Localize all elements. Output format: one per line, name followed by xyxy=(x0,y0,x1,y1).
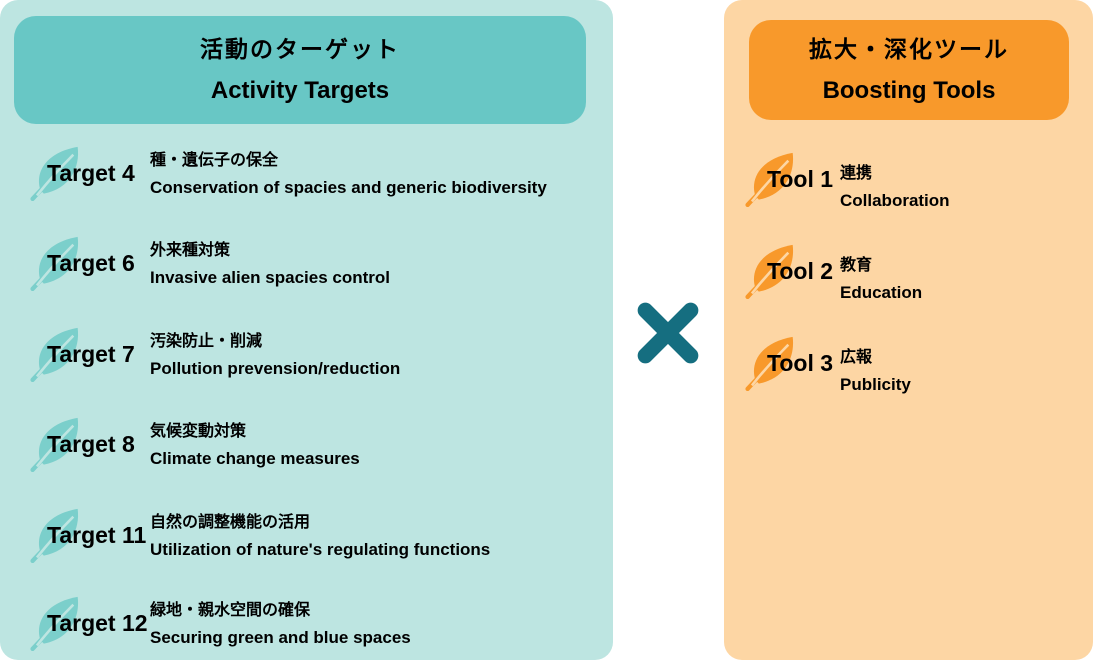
item-label: Tool 1 xyxy=(767,166,834,192)
item-texts: 緑地・親水空間の確保 Securing green and blue space… xyxy=(150,598,411,652)
leaf-icon xyxy=(30,233,82,292)
item-label: Target 7 xyxy=(47,341,135,367)
item-texts: 外来種対策 Invasive alien spacies control xyxy=(150,238,390,292)
activity-targets-header: 活動のターゲット Activity Targets xyxy=(14,16,586,124)
leaf-icon xyxy=(745,333,797,392)
leaf-icon xyxy=(30,143,82,202)
leaf-icon xyxy=(745,149,797,208)
item-title-en: Conservation of spacies and generic biod… xyxy=(150,178,547,197)
item-texts: 汚染防止・削減 Pollution prevension/reduction xyxy=(150,329,400,383)
activity-targets-title-ja: 活動のターゲット xyxy=(200,36,400,62)
item-title-en: Invasive alien spacies control xyxy=(150,268,391,287)
leaf-icon xyxy=(30,505,82,564)
item-texts: 種・遺伝子の保全 Conservation of spacies and gen… xyxy=(150,148,547,202)
item-label: Target 6 xyxy=(47,250,135,276)
boosting-tools-header: 拡大・深化ツール Boosting Tools xyxy=(749,20,1069,120)
item-label: Target 4 xyxy=(47,160,135,186)
multiply-icon xyxy=(632,297,704,369)
item-title-ja: 気候変動対策 xyxy=(150,423,247,440)
item-title-ja: 外来種対策 xyxy=(150,242,231,259)
item-label: Tool 2 xyxy=(767,258,834,284)
activity-targets-title-en: Activity Targets xyxy=(210,77,390,104)
activity-targets-panel: 活動のターゲット Activity Targets Target 4 種・遺伝子… xyxy=(0,0,613,660)
tool-row: Tool 2 教育 Education xyxy=(745,241,1085,305)
item-title-en: Utilization of nature's regulating funct… xyxy=(150,540,491,559)
item-title-en: Climate change measures xyxy=(150,449,360,468)
target-row: Target 11 自然の調整機能の活用 Utilization of natu… xyxy=(30,505,590,569)
item-label: Tool 3 xyxy=(767,350,834,376)
boosting-tools-title-en: Boosting Tools xyxy=(822,77,996,104)
item-title-ja: 緑地・親水空間の確保 xyxy=(150,602,311,619)
leaf-icon xyxy=(745,241,797,300)
item-texts: 自然の調整機能の活用 Utilization of nature's regul… xyxy=(150,510,490,564)
item-title-ja: 広報 xyxy=(840,349,873,366)
item-label: Target 8 xyxy=(47,431,135,457)
target-row: Target 6 外来種対策 Invasive alien spacies co… xyxy=(30,233,590,297)
item-texts: 連携 Collaboration xyxy=(840,161,950,215)
tool-row: Tool 3 広報 Publicity xyxy=(745,333,1085,397)
item-title-ja: 種・遺伝子の保全 xyxy=(150,152,279,169)
item-label: Target 12 xyxy=(47,610,148,636)
leaf-icon xyxy=(30,414,82,473)
leaf-icon xyxy=(30,593,82,652)
boosting-tools-panel: 拡大・深化ツール Boosting Tools Tool 1 連携 Collab… xyxy=(724,0,1093,660)
tool-row: Tool 1 連携 Collaboration xyxy=(745,149,1085,213)
item-title-en: Collaboration xyxy=(840,191,950,210)
target-row: Target 4 種・遺伝子の保全 Conservation of spacie… xyxy=(30,143,590,207)
boosting-tools-title-ja: 拡大・深化ツール xyxy=(809,36,1009,62)
item-title-ja: 連携 xyxy=(840,165,873,182)
item-texts: 教育 Education xyxy=(840,253,922,307)
leaf-icon xyxy=(30,324,82,383)
item-title-en: Securing green and blue spaces xyxy=(150,628,411,647)
item-label: Target 11 xyxy=(47,522,147,548)
target-row: Target 8 気候変動対策 Climate change measures xyxy=(30,414,590,478)
item-title-en: Pollution prevension/reduction xyxy=(150,359,401,378)
item-title-ja: 自然の調整機能の活用 xyxy=(150,514,311,531)
item-title-ja: 汚染防止・削減 xyxy=(150,333,263,350)
item-title-en: Publicity xyxy=(840,375,911,394)
item-texts: 広報 Publicity xyxy=(840,345,911,399)
target-row: Target 12 緑地・親水空間の確保 Securing green and … xyxy=(30,593,590,657)
item-title-ja: 教育 xyxy=(840,257,873,274)
item-texts: 気候変動対策 Climate change measures xyxy=(150,419,360,473)
item-title-en: Education xyxy=(840,283,923,302)
target-row: Target 7 汚染防止・削減 Pollution prevension/re… xyxy=(30,324,590,388)
